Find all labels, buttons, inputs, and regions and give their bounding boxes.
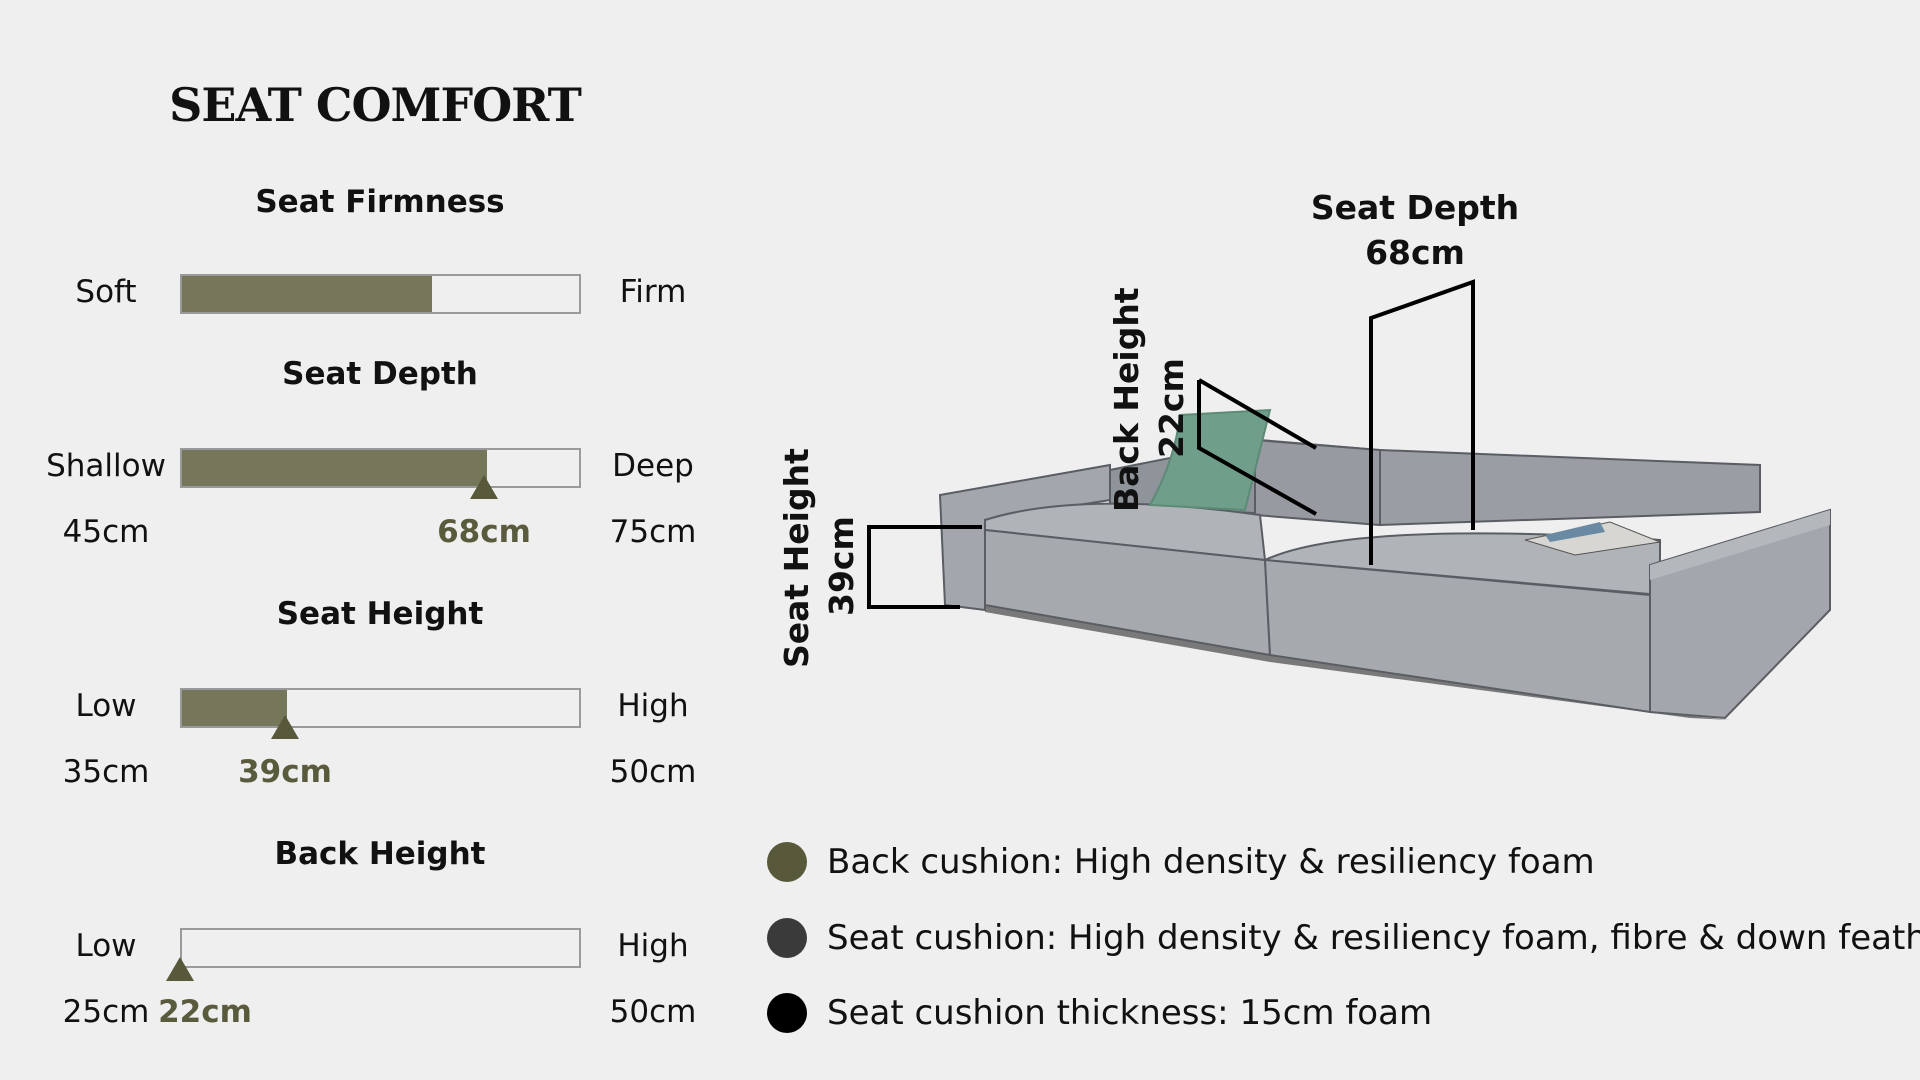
- seat-height-dimension-value: 39cm: [822, 516, 861, 616]
- meter-min-value: 25cm: [62, 994, 150, 1030]
- meter-right-label: High: [617, 928, 689, 964]
- back-height-dimension-label: Back Height: [1107, 287, 1146, 512]
- legend-item: Seat cushion: High density & resiliency …: [767, 918, 1920, 958]
- meter-left-label: Soft: [75, 274, 137, 310]
- marker-triangle-icon: [271, 715, 299, 739]
- meter-current-value: 39cm: [238, 754, 332, 790]
- meter-left-label: Shallow: [46, 448, 166, 484]
- meter-heading: Seat Firmness: [255, 184, 505, 220]
- dimension-lines: [867, 279, 1475, 609]
- meter-max-value: 50cm: [609, 994, 697, 1030]
- meter-max-value: 75cm: [609, 514, 697, 550]
- marker-triangle-icon: [470, 475, 498, 499]
- meter-current-value: 22cm: [158, 994, 252, 1030]
- meter-bar: [180, 928, 581, 968]
- legend-item: Back cushion: High density & resiliency …: [767, 842, 1595, 882]
- meter-bar: [180, 448, 581, 488]
- legend-dot-dark-grey-icon: [767, 918, 807, 958]
- legend-item: Seat cushion thickness: 15cm foam: [767, 993, 1432, 1033]
- meter-fill: [182, 690, 287, 726]
- green-pillow: [1148, 408, 1272, 512]
- meter-min-value: 45cm: [62, 514, 150, 550]
- meter-right-label: Deep: [612, 448, 694, 484]
- legend-text: Back cushion: High density & resiliency …: [827, 842, 1595, 882]
- meter-current-value: 68cm: [437, 514, 531, 550]
- meter-left-label: Low: [75, 928, 137, 964]
- seat-depth-dimension-label: Seat Depth 68cm: [1310, 188, 1520, 272]
- meter-max-value: 50cm: [609, 754, 697, 790]
- meter-heading: Seat Height: [276, 596, 484, 632]
- meter-fill: [182, 450, 487, 486]
- meter-bar: [180, 688, 581, 728]
- back-height-dimension-value: 22cm: [1152, 358, 1191, 458]
- meter-fill: [182, 276, 432, 312]
- legend-dot-black-icon: [767, 993, 807, 1033]
- legend-text: Seat cushion: High density & resiliency …: [827, 918, 1920, 958]
- meter-heading: Seat Depth: [282, 356, 478, 392]
- seat-height-dimension-label: Seat Height: [777, 448, 816, 668]
- legend-text: Seat cushion thickness: 15cm foam: [827, 993, 1433, 1033]
- meter-heading: Back Height: [274, 836, 486, 872]
- meter-right-label: Firm: [619, 274, 687, 310]
- page-title: SEAT COMFORT: [169, 78, 582, 132]
- meter-bar: [180, 274, 581, 314]
- legend-dot-olive-icon: [767, 842, 807, 882]
- meter-left-label: Low: [75, 688, 137, 724]
- meter-right-label: High: [617, 688, 689, 724]
- meter-min-value: 35cm: [62, 754, 150, 790]
- marker-triangle-icon: [166, 957, 194, 981]
